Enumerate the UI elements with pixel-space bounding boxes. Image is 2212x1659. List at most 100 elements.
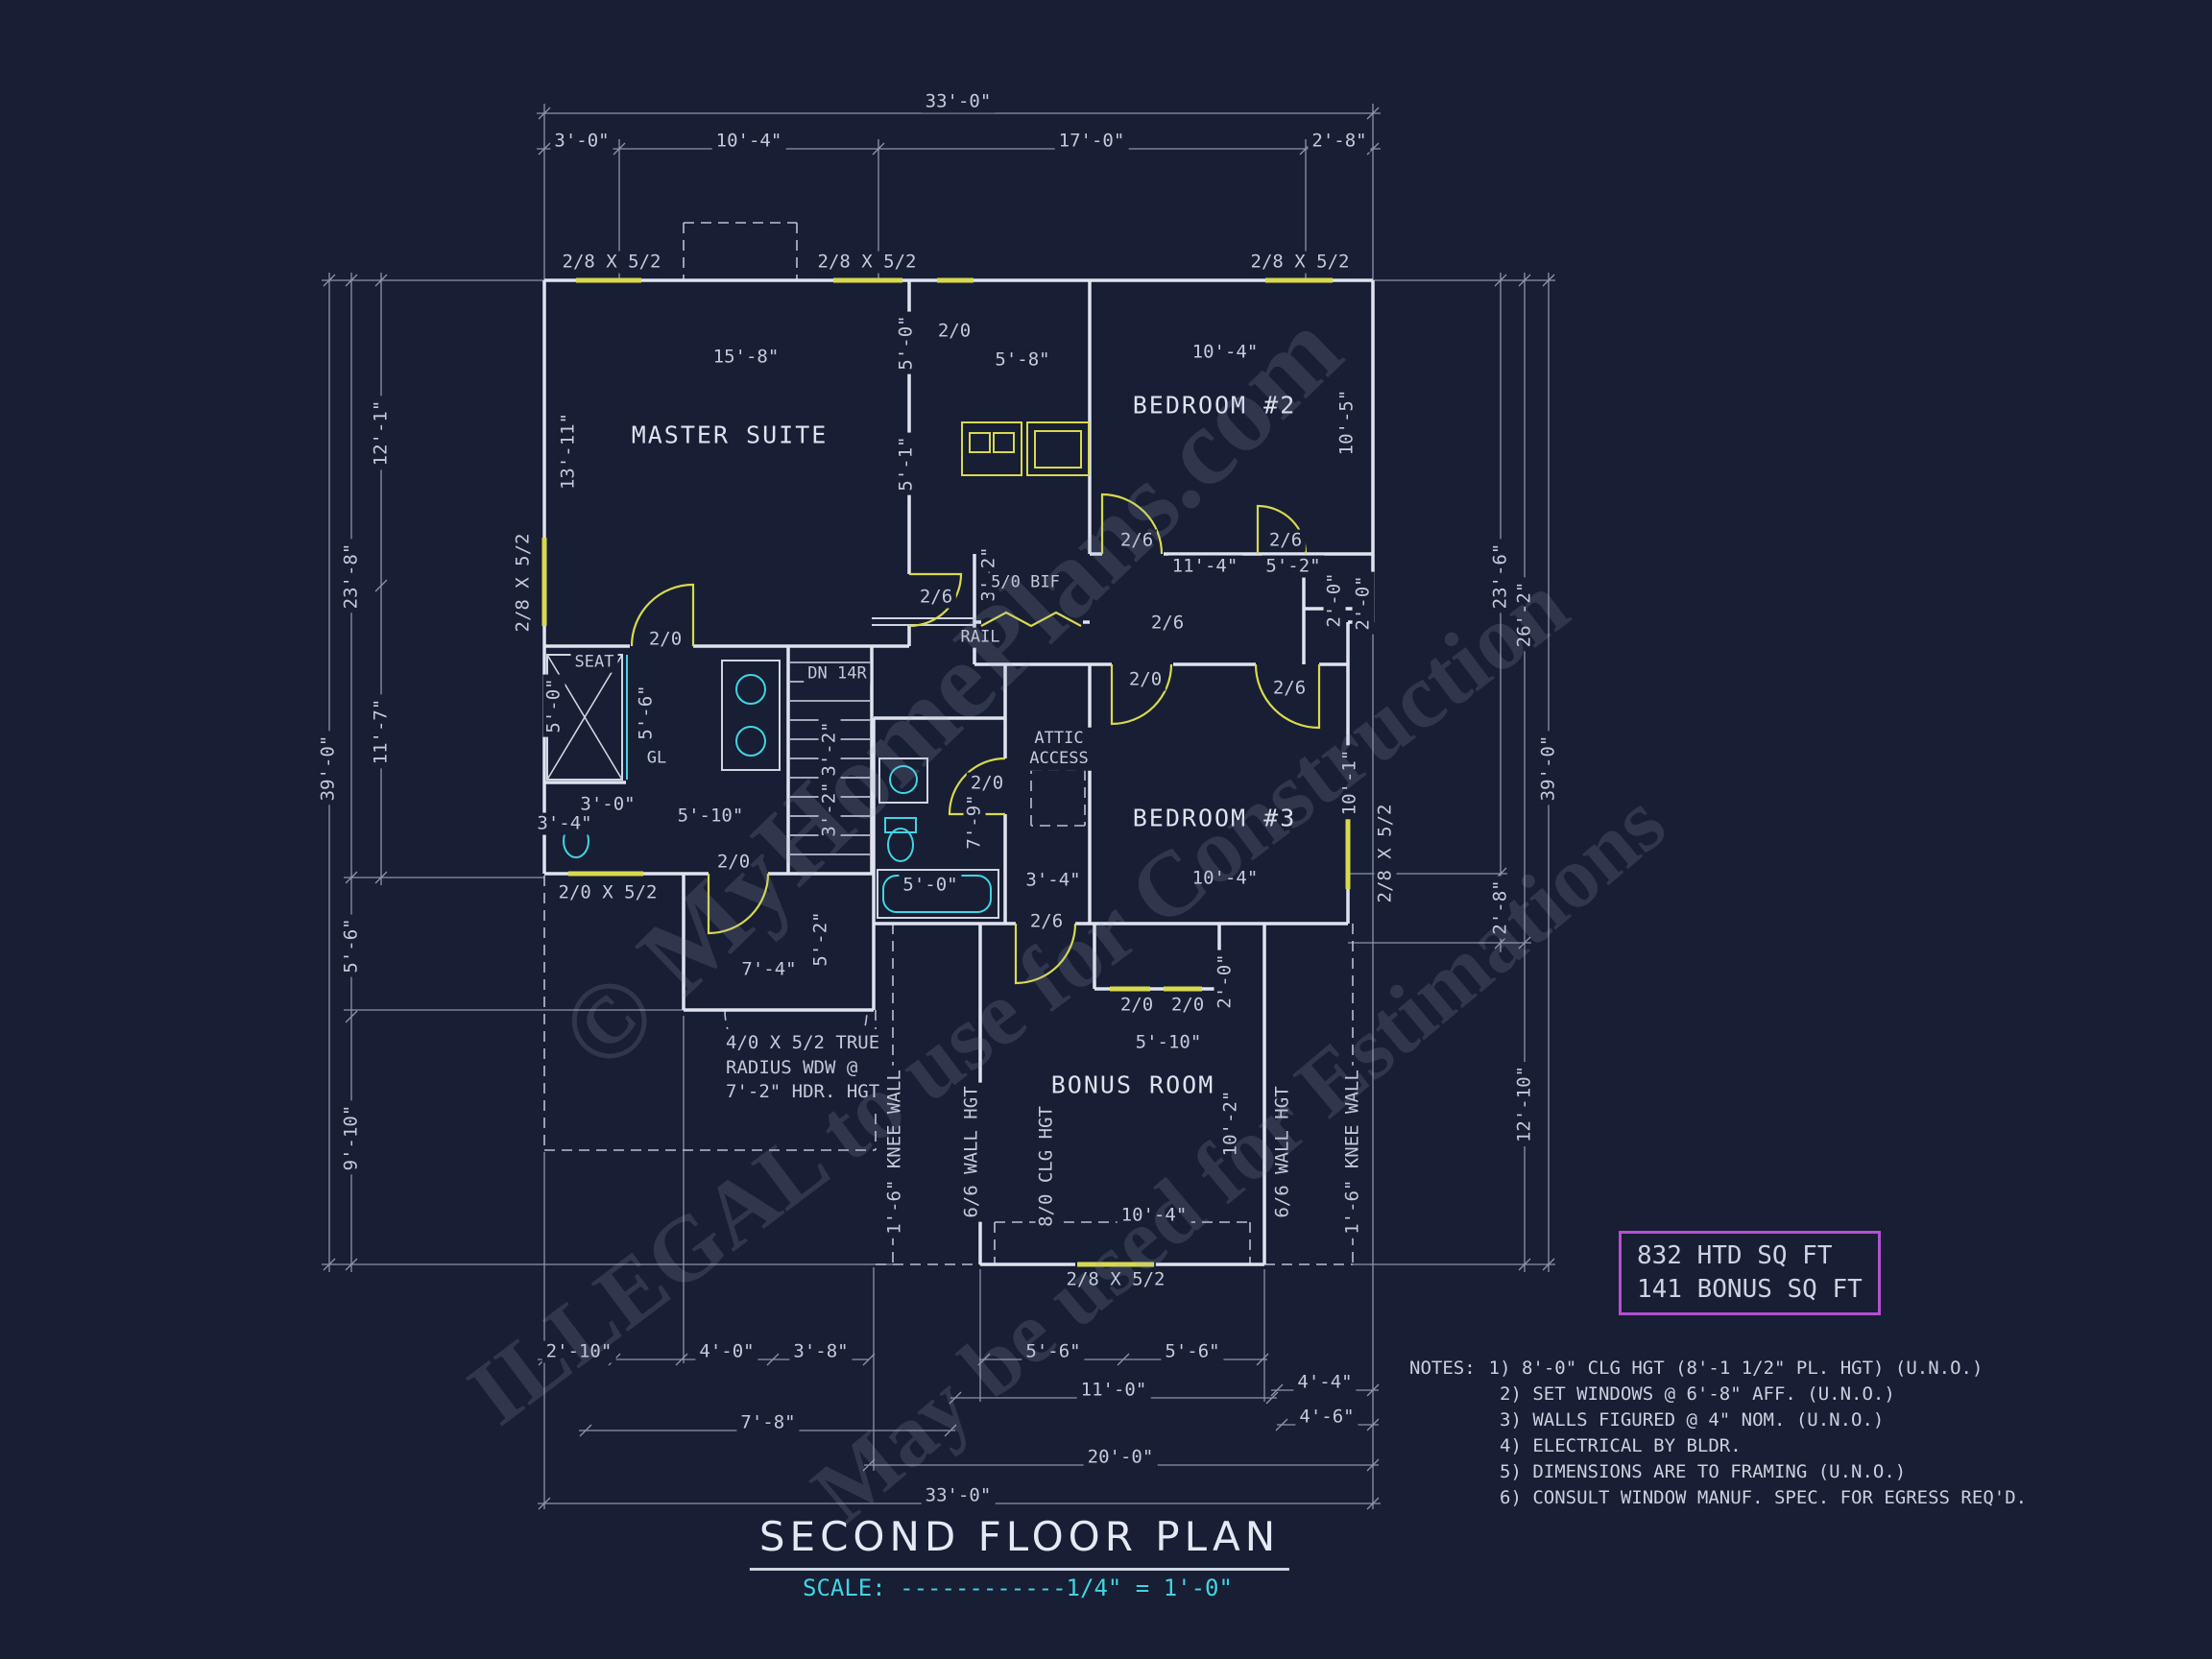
dim-label: 39'-0": [317, 731, 340, 805]
dim-label: 10'-4": [711, 130, 786, 153]
windows: [541, 277, 1351, 1267]
dim-label: 10'-4": [1188, 341, 1262, 364]
window-label: 2/8 X 5/2: [1374, 800, 1397, 907]
dim-label: 4'-0": [695, 1340, 758, 1363]
glass-label: GL: [642, 748, 671, 769]
note-item: 2) SET WINDOWS @ 6'-8" AFF. (U.N.O.): [1500, 1382, 1895, 1405]
note-item: 5) DIMENSIONS ARE TO FRAMING (U.N.O.): [1500, 1460, 1907, 1482]
bath-vanity: [878, 757, 928, 804]
page-title: SECOND FLOOR PLAN: [749, 1513, 1290, 1571]
dim-label: 10'-4": [1117, 1204, 1191, 1227]
dim-label: 13'-11": [557, 408, 580, 494]
dimension-lines: [322, 104, 1555, 1510]
bonus-sqft: 141 BONUS SQ FT: [1637, 1275, 1863, 1305]
dim-label: 10'-5": [1335, 385, 1358, 460]
dim-label: 7'-9": [963, 790, 986, 854]
ceiling-height-label: 8/0 CLG HGT: [1035, 1102, 1058, 1231]
dim-label: 2'-0": [1214, 950, 1237, 1013]
window-label: 2/8 X 5/2: [813, 251, 921, 274]
dim-label: 23'-8": [340, 539, 363, 613]
dim-label: 10'-4": [1188, 867, 1262, 890]
door-label: 2/6: [1264, 529, 1307, 552]
door-label: 2/0: [644, 628, 686, 651]
dim-label: 3'-2": [818, 778, 841, 841]
door-label: 2/0: [712, 851, 755, 874]
stairs-label: DN 14R: [804, 663, 871, 685]
radius-window-note-line: 7'-2" HDR. HGT: [726, 1081, 880, 1103]
dim-label: 11'-7": [370, 694, 393, 769]
dim-label: 5'-2": [809, 907, 832, 971]
door-label: 2/6: [1146, 612, 1189, 635]
knee-wall-label: 1'-6" KNEE WALL: [1341, 1066, 1364, 1238]
window-label: 2/8 X 5/2: [512, 529, 535, 637]
radius-window-note-line: RADIUS WDW @: [726, 1056, 858, 1078]
square-footage-box: 832 HTD SQ FT 141 BONUS SQ FT: [1619, 1231, 1881, 1316]
window-label: 2/0: [1166, 994, 1209, 1017]
dim-label: 2'-0": [1323, 568, 1346, 632]
room-label-bonus-room: BONUS ROOM: [1046, 1070, 1219, 1099]
dim-label: 2'-8": [1489, 876, 1512, 939]
door-label: 2/6: [1025, 910, 1068, 933]
door-label: 2/6: [915, 586, 957, 609]
radius-window-note: 4/0 X 5/2 TRUE RADIUS WDW @ 7'-2" HDR. H…: [722, 1029, 884, 1107]
scale-note: SCALE: ------------1/4" = 1'-0": [803, 1576, 1233, 1599]
dim-label: 4'-6": [1295, 1406, 1358, 1429]
wall-height-label: 6/6 WALL HGT: [1271, 1082, 1294, 1222]
dimension-ticks: [323, 107, 1555, 1510]
dim-label: 3'-8": [789, 1340, 853, 1363]
dim-label: 9'-10": [340, 1100, 363, 1175]
sink: [735, 674, 766, 705]
dim-label: 2'-0": [1352, 571, 1375, 635]
dim-label: 33'-0": [921, 90, 996, 113]
dim-label: 2'-10": [541, 1340, 616, 1363]
scale-dashes: ------------: [900, 1575, 1067, 1601]
doors: [630, 493, 1321, 985]
note-item: 1) 8'-0" CLG HGT (8'-1 1/2" PL. HGT) (U.…: [1488, 1358, 1984, 1379]
dim-label: 2'-8": [1308, 130, 1371, 153]
dim-label: 12'-10": [1513, 1061, 1536, 1147]
sink: [735, 726, 766, 757]
radius-window-note-line: 4/0 X 5/2 TRUE: [726, 1032, 880, 1053]
dim-label: 3'-0": [550, 130, 613, 153]
dim-label: 3'-4": [533, 812, 596, 835]
window-label: 2/8 X 5/2: [1246, 251, 1354, 274]
window-label: 2/8 X 5/2: [558, 251, 665, 274]
scale-label: SCALE:: [803, 1575, 901, 1601]
dim-label: 5'-6": [1161, 1340, 1224, 1363]
room-label-bedroom-3: BEDROOM #3: [1128, 804, 1301, 832]
dim-label: 5'-10": [1131, 1031, 1206, 1054]
room-label-bedroom-2: BEDROOM #2: [1128, 391, 1301, 420]
dim-label: 5'-6": [635, 681, 658, 744]
door-label: 2/6: [1268, 677, 1310, 700]
dim-label: 7'-8": [736, 1411, 800, 1434]
note-item: 6) CONSULT WINDOW MANUF. SPEC. FOR EGRES…: [1500, 1486, 2028, 1508]
attic-access-label: ATTIC ACCESS: [1007, 727, 1111, 771]
dim-label: 5'-0": [542, 674, 565, 737]
dim-label: 23'-6": [1489, 539, 1512, 613]
window-label: 2/0 X 5/2: [554, 881, 661, 904]
heated-sqft: 832 HTD SQ FT: [1637, 1241, 1833, 1270]
door-label: 2/6: [1116, 529, 1158, 552]
dim-label: 3'-0": [576, 793, 639, 816]
notes-block: NOTES: 1) 8'-0" CLG HGT (8'-1 1/2" PL. H…: [1409, 1356, 2027, 1511]
dim-label: 5'-6": [1022, 1340, 1085, 1363]
dim-label: 5'-1": [895, 432, 918, 495]
dim-label: 17'-0": [1054, 130, 1129, 153]
note-item: 3) WALLS FIGURED @ 4" NOM. (U.N.O.): [1500, 1408, 1885, 1431]
toilet: [887, 828, 914, 862]
sink: [889, 765, 918, 794]
dim-label: 39'-0": [1537, 731, 1560, 805]
master-vanity: [721, 660, 781, 771]
notes-heading: NOTES:: [1409, 1358, 1476, 1379]
scale-value: 1/4" = 1'-0": [1066, 1575, 1233, 1601]
bifold-label: 5/0 BIF: [987, 572, 1064, 593]
dim-label: 11'-0": [1076, 1379, 1151, 1402]
dim-label: 10'-2": [1219, 1086, 1242, 1161]
dim-label: 5'-2": [1262, 555, 1325, 578]
dim-label: 5'-0": [899, 874, 962, 897]
seat-label: SEAT: [570, 652, 618, 673]
tub: [877, 869, 999, 919]
rail-label: RAIL: [956, 627, 1004, 648]
knee-wall-label: 1'-6" KNEE WALL: [883, 1066, 906, 1238]
